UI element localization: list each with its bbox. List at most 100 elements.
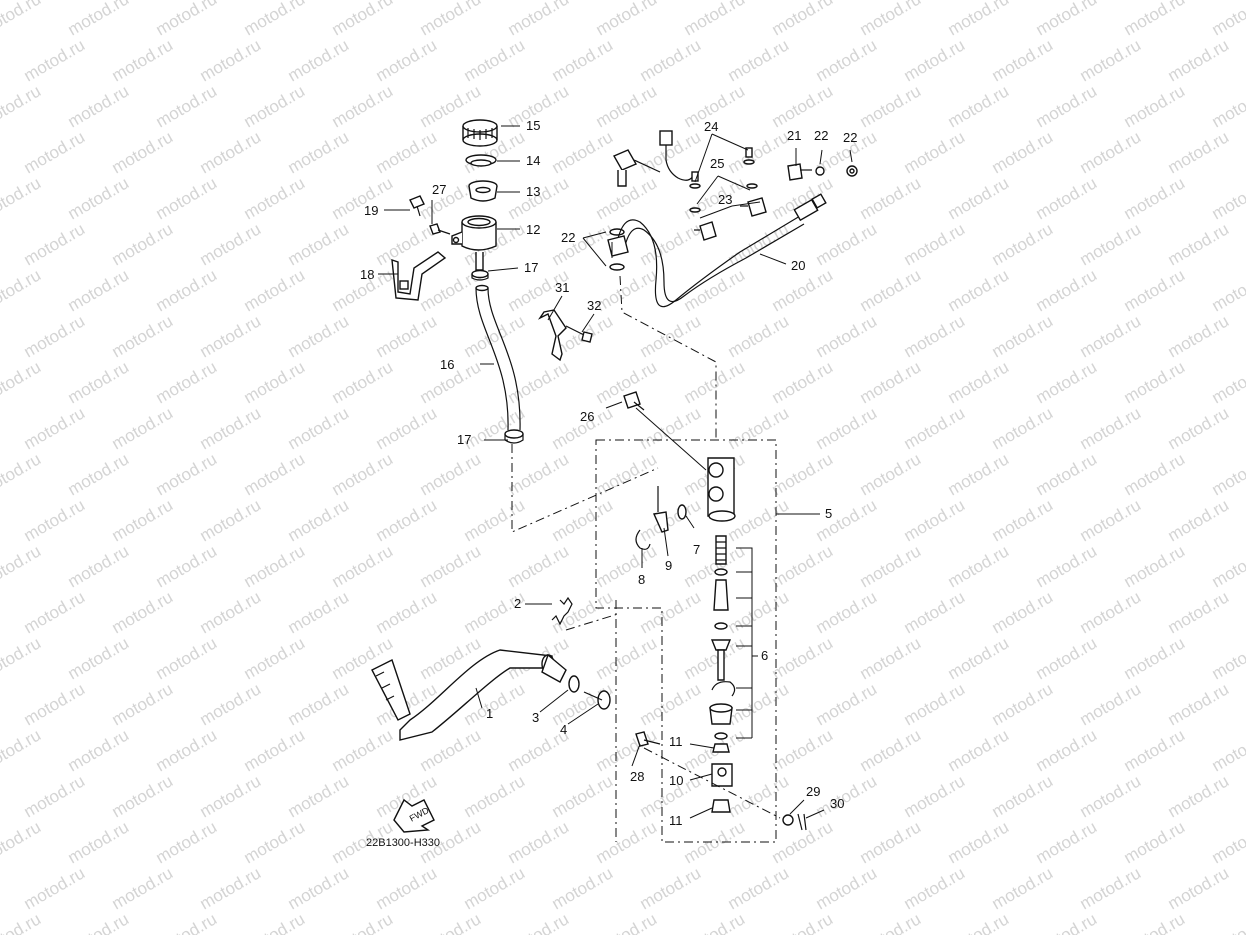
bracket-bolt [409,195,425,217]
callout-8: 8 [638,572,645,587]
return-spring [551,596,573,626]
watermark-text: motod.ru [637,403,705,453]
watermark-text: motod.ru [285,219,353,269]
watermark-text: motod.ru [1033,81,1101,131]
watermark-text: motod.ru [725,35,793,85]
reservoir-cap [462,119,498,147]
watermark-text: motod.ru [549,495,617,545]
callout-22-c: 22 [561,230,575,245]
watermark-text: motod.ru [1077,771,1145,821]
watermark-text: motod.ru [329,81,397,131]
pedal-bolt [583,690,611,710]
watermark-text: motod.ru [901,311,969,361]
watermark-text: motod.ru [1165,587,1233,637]
watermark-text: motod.ru [681,909,749,935]
reservoir-hose [475,284,521,431]
watermark-text: motod.ru [241,81,309,131]
hose-clip-bottom [504,429,524,444]
watermark-text: motod.ru [769,357,837,407]
watermark-text: motod.ru [329,449,397,499]
watermark-text: motod.ru [1121,357,1189,407]
watermark-text: motod.ru [285,771,353,821]
watermark-text: motod.ru [21,35,89,85]
watermark-text: motod.ru [1209,265,1246,315]
watermark-text: motod.ru [329,909,397,935]
diagram-code: 22B1300-H330 [366,837,440,849]
watermark-text: motod.ru [0,81,44,131]
pedal-collar [568,675,580,693]
watermark-text: motod.ru [241,265,309,315]
watermark-text: motod.ru [989,679,1057,729]
watermark-text: motod.ru [593,633,661,683]
callout-19: 19 [364,203,378,218]
watermark-text: motod.ru [241,449,309,499]
watermark-text: motod.ru [153,449,221,499]
watermark-text: motod.ru [945,633,1013,683]
watermark-text: motod.ru [901,35,969,85]
callout-17-upper: 17 [524,260,538,275]
watermark-text: motod.ru [593,725,661,775]
brake-hose [607,193,827,308]
watermark-text: motod.ru [857,725,925,775]
watermark-text: motod.ru [1165,219,1233,269]
watermark-text: motod.ru [901,403,969,453]
watermark-text: motod.ru [373,311,441,361]
watermark-text: motod.ru [769,0,837,39]
watermark-text: motod.ru [1077,495,1145,545]
watermark-text: motod.ru [505,449,573,499]
watermark-text: motod.ru [153,173,221,223]
watermark-text: motod.ru [681,541,749,591]
watermark-text: motod.ru [1165,127,1233,177]
watermark-text: motod.ru [769,817,837,867]
watermark-text: motod.ru [725,311,793,361]
cotter-pin [797,813,807,831]
watermark-text: motod.ru [1209,909,1246,935]
watermark-text: motod.ru [1209,0,1246,39]
watermark-text: motod.ru [549,35,617,85]
watermark-text: motod.ru [285,403,353,453]
callout-4: 4 [560,722,567,737]
watermark-text: motod.ru [373,863,441,913]
watermark-text: motod.ru [373,587,441,637]
hose-joint [652,486,669,533]
hose-holder-bracket [537,309,567,362]
watermark-text: motod.ru [373,495,441,545]
watermark-text: motod.ru [1033,817,1101,867]
callout-18: 18 [360,267,374,282]
watermark-text: motod.ru [21,311,89,361]
watermark-text: motod.ru [417,449,485,499]
watermark-text: motod.ru [21,587,89,637]
watermark-text: motod.ru [0,357,44,407]
watermark-text: motod.ru [549,587,617,637]
callout-11-lower: 11 [669,813,683,828]
watermark-text: motod.ru [1121,0,1189,39]
watermark-text: motod.ru [901,127,969,177]
callout-9: 9 [665,558,672,573]
leader-lines [378,125,853,819]
master-cylinder-body [707,457,736,522]
callout-labels: 1 2 3 4 5 6 7 8 9 10 11 11 12 13 14 15 1… [360,118,857,828]
watermark-text: motod.ru [989,35,1057,85]
watermark-text: motod.ru [857,909,925,935]
watermark-text: motod.ru [857,0,925,39]
watermark-text: motod.ru [945,357,1013,407]
watermark-text: motod.ru [417,0,485,39]
callout-2: 2 [514,596,521,611]
holder-bolt [565,325,593,343]
watermark-text: motod.ru [1077,311,1145,361]
watermark-text: motod.ru [21,679,89,729]
watermark-text: motod.ru [813,495,881,545]
watermark-text: motod.ru [109,587,177,637]
watermark-text: motod.ru [285,35,353,85]
watermark-text: motod.ru [637,311,705,361]
watermark-text: motod.ru [593,541,661,591]
callout-10: 10 [669,773,683,788]
watermark-text: motod.ru [1077,35,1145,85]
watermark-text: motod.ru [1077,219,1145,269]
watermark-text: motod.ru [725,403,793,453]
watermark-text: motod.ru [813,587,881,637]
watermark-text: motod.ru [813,403,881,453]
watermark-text: motod.ru [461,35,529,85]
watermark-text: motod.ru [1165,495,1233,545]
watermark-text: motod.ru [593,449,661,499]
